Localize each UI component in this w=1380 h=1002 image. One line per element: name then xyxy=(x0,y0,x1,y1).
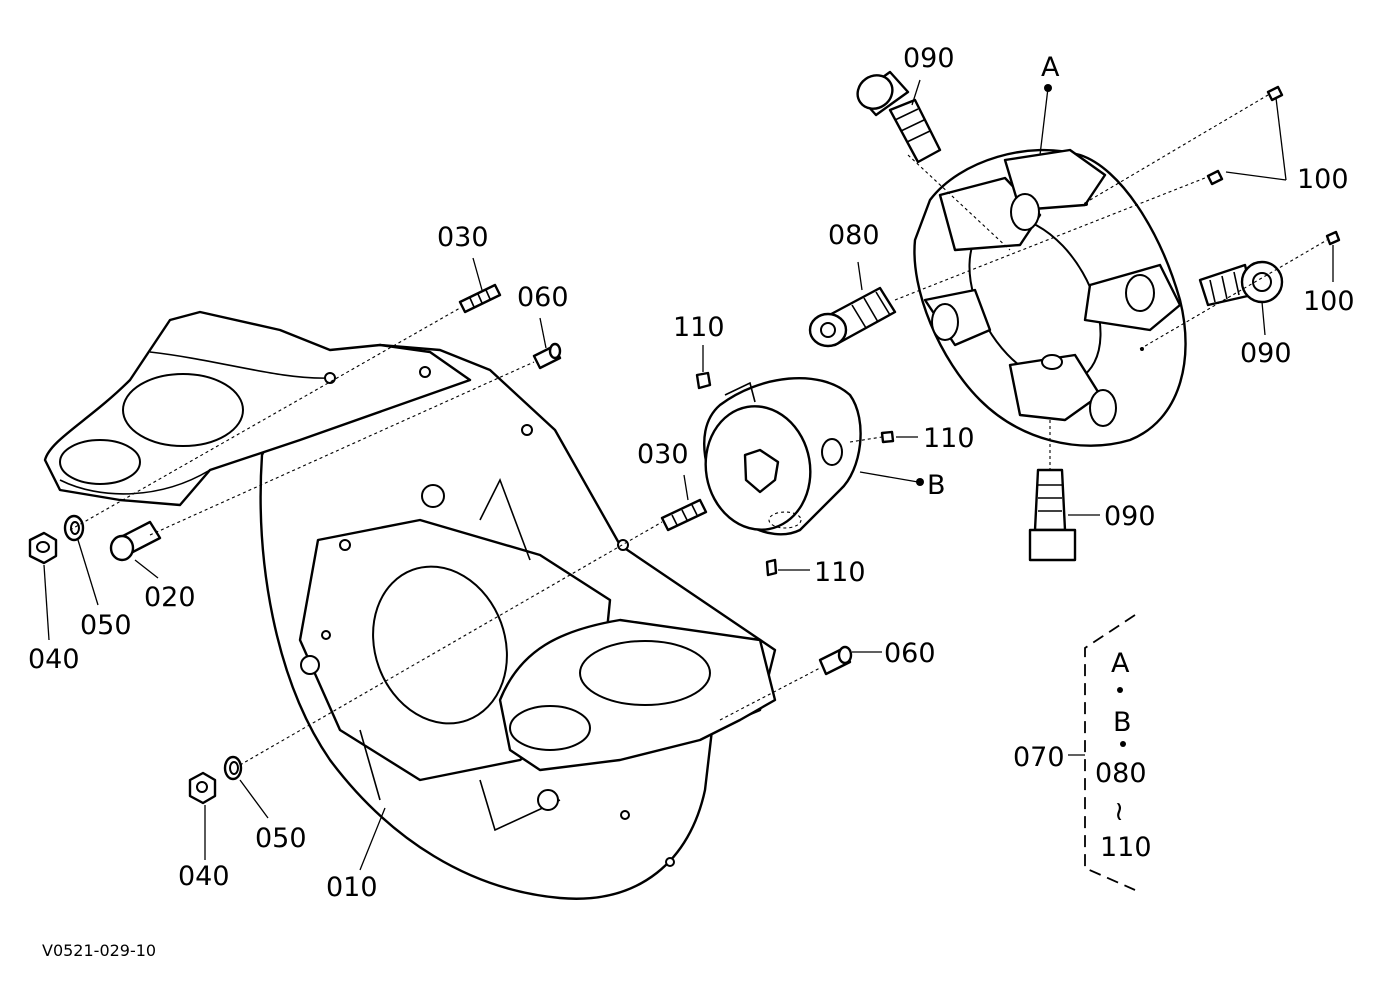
pin-060-top xyxy=(532,342,562,370)
kit-line-a: A xyxy=(1111,648,1130,679)
callout-010: 010 xyxy=(326,872,378,903)
bolt-020 xyxy=(109,520,162,562)
pins-100 xyxy=(1206,85,1341,246)
nut-040-bottom xyxy=(188,771,217,805)
callout-100-right: 100 xyxy=(1303,286,1355,317)
coupling-axes xyxy=(849,94,1328,470)
kit-line-b: B xyxy=(1113,707,1132,738)
coupling-hub xyxy=(695,371,895,577)
bolt-080 xyxy=(808,286,897,348)
nut-040-top xyxy=(28,531,58,565)
callout-030-mid: 030 xyxy=(637,439,689,470)
callout-090-top: 090 xyxy=(903,43,955,74)
washer-050-bottom xyxy=(223,755,243,781)
kit-line-080: 080 xyxy=(1095,758,1147,789)
callout-080: 080 xyxy=(828,220,880,251)
flexible-coupling xyxy=(913,148,1187,447)
callout-050-bottom: 050 xyxy=(255,823,307,854)
callout-060-bottom: 060 xyxy=(884,638,936,669)
callout-b-marker: B xyxy=(927,470,946,501)
kit-bracket xyxy=(1084,614,1136,891)
washer-050-top xyxy=(63,514,85,542)
callout-040-top: 040 xyxy=(28,644,80,675)
kit-range-symbol: ≀ xyxy=(1114,796,1124,827)
drawing-code: V0521-029-10 xyxy=(42,941,156,960)
callout-090-right: 090 xyxy=(1240,338,1292,369)
callout-050-top: 050 xyxy=(80,610,132,641)
callout-020: 020 xyxy=(144,582,196,613)
callout-090-bottom: 090 xyxy=(1104,501,1156,532)
bolt-090-bottom xyxy=(1028,468,1077,562)
assembly-axes xyxy=(69,307,821,766)
bolt-090-top xyxy=(856,70,942,164)
kit-line-110: 110 xyxy=(1100,832,1152,863)
callout-a-marker: A xyxy=(1041,52,1060,83)
callout-030-top: 030 xyxy=(437,222,489,253)
callout-070: 070 xyxy=(1013,742,1065,773)
stud-030-top xyxy=(458,283,502,314)
stud-030-mid xyxy=(660,498,708,532)
leader-lines xyxy=(43,79,1334,871)
callout-110-top: 110 xyxy=(673,312,725,343)
callout-110-bottom: 110 xyxy=(814,557,866,588)
callout-060-top: 060 xyxy=(517,282,569,313)
callout-110-right: 110 xyxy=(923,423,975,454)
pin-060-bottom xyxy=(818,645,853,676)
callout-040-bottom: 040 xyxy=(178,861,230,892)
flywheel-housing xyxy=(43,310,777,900)
bolt-090-right xyxy=(1198,260,1284,307)
callout-100-top: 100 xyxy=(1297,164,1349,195)
